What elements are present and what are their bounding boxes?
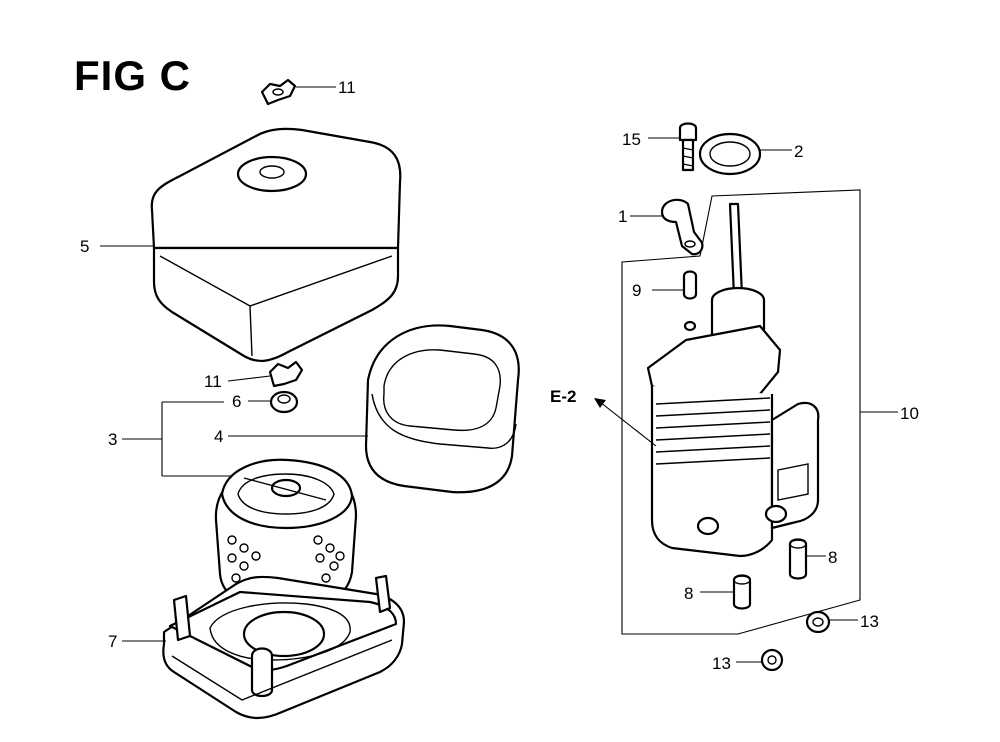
- gasket-ring: [698, 132, 762, 176]
- e2-arrowhead: [594, 398, 606, 408]
- callout-15: 15: [622, 130, 641, 149]
- nut-13-right: [805, 610, 831, 634]
- callout-13-right: 13: [860, 612, 879, 631]
- e2-arrow: [599, 401, 657, 447]
- intake-elbow: [646, 202, 820, 558]
- callout-6: 6: [232, 392, 241, 411]
- wing-nut-middle: [268, 360, 304, 388]
- callout-8-left: 8: [684, 584, 693, 603]
- callout-11-top: 11: [338, 78, 356, 97]
- figure-title: FIG C: [74, 52, 191, 99]
- bracket-10: [621, 189, 861, 635]
- callout-3: 3: [108, 430, 117, 449]
- bracket-clip: [660, 198, 704, 256]
- callout-11-mid: 11: [204, 372, 222, 391]
- paper-filter-element: [214, 458, 358, 612]
- collar-9: [682, 270, 698, 300]
- callout-13-left: 13: [712, 654, 731, 673]
- bolt-15: [678, 122, 698, 172]
- nut-13-left: [760, 648, 784, 672]
- callout-1: 1: [618, 207, 627, 226]
- callout-2: 2: [794, 142, 803, 161]
- callout-7: 7: [108, 632, 117, 651]
- callout-8-right: 8: [828, 548, 837, 567]
- callout-9: 9: [632, 281, 641, 300]
- pin-8-left: [732, 574, 752, 610]
- air-cleaner-base: [162, 574, 406, 720]
- air-cleaner-cover: [150, 127, 402, 362]
- pin-8-right: [788, 538, 808, 580]
- callout-5: 5: [80, 237, 89, 256]
- callout-10: 10: [900, 404, 919, 423]
- callout-4: 4: [214, 427, 223, 446]
- filter-perforations: [227, 535, 345, 583]
- foam-outer-element: [364, 324, 520, 494]
- callout-e2: E-2: [550, 387, 576, 406]
- leader-11-mid: [227, 375, 271, 382]
- wing-nut-top: [260, 78, 297, 106]
- filter-nut: [269, 390, 299, 414]
